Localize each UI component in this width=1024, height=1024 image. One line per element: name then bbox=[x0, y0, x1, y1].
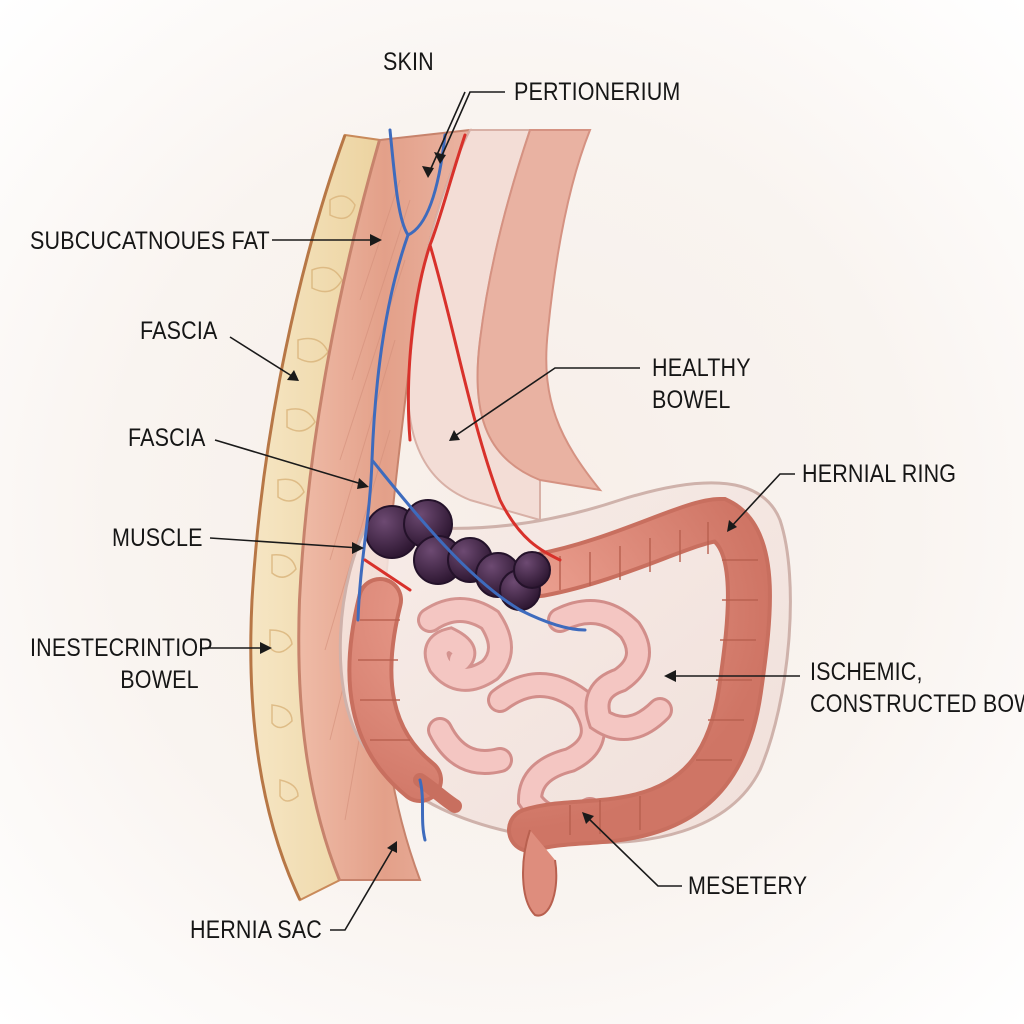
label-fascia-lower: FASCIA bbox=[128, 424, 206, 452]
small-bowel-loops bbox=[417, 597, 673, 831]
label-subcutaneous-fat: SUBCUCATNOUES FAT bbox=[30, 227, 270, 255]
vessels bbox=[356, 128, 587, 842]
muscle-layer bbox=[298, 128, 472, 881]
leader-hernia-sac bbox=[330, 844, 396, 931]
label-skin: SKIN bbox=[383, 48, 434, 76]
label-muscle: MUSCLE bbox=[112, 524, 203, 552]
leader-lines bbox=[205, 91, 800, 931]
leader-hernial-ring bbox=[729, 473, 795, 529]
label-ischemic-bowel: ISCHEMIC, CONSTRUCTED BOWE bbox=[810, 658, 1024, 718]
leader-healthy-bowel bbox=[451, 367, 640, 439]
arrowheads bbox=[260, 152, 737, 853]
label-inestecrintiop-bowel: INESTECRINTIOP BOWEL bbox=[30, 634, 213, 694]
leader-fascia-lower bbox=[214, 439, 366, 486]
label-fascia-upper: FASCIA bbox=[140, 317, 218, 345]
leader-skin bbox=[427, 91, 466, 176]
ischemic-bowel-segment bbox=[365, 499, 551, 611]
leader-muscle bbox=[209, 537, 361, 549]
label-mesentery: MESETERY bbox=[688, 872, 808, 900]
leader-fascia-upper bbox=[229, 336, 296, 379]
leader-mesentery bbox=[584, 814, 682, 887]
label-hernial-ring: HERNIAL RING bbox=[802, 460, 957, 488]
label-hernia-sac: HERNIA SAC bbox=[190, 916, 322, 944]
label-healthy-bowel: HEALTHY BOWEL bbox=[652, 354, 751, 414]
leader-peritoneum bbox=[439, 91, 505, 161]
label-peritoneum: PERTIONERIUM bbox=[514, 78, 681, 106]
